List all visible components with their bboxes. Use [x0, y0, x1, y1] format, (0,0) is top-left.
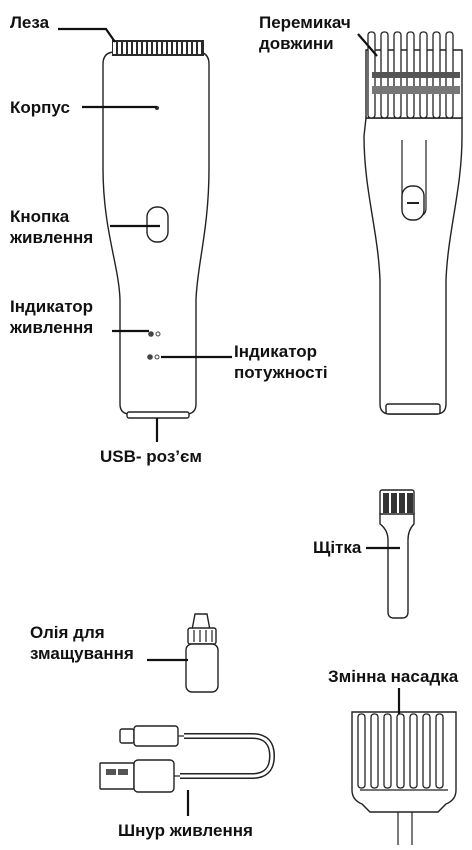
clipper-side-base — [385, 403, 441, 415]
comb-tooth — [409, 713, 418, 789]
label-power-button: Кнопка живлення — [10, 207, 94, 247]
power-level-led-icon-2 — [154, 354, 160, 360]
comb-tooth — [357, 713, 366, 789]
blade-tooth — [153, 42, 156, 54]
blade-tooth — [188, 42, 191, 54]
blade-tooth — [143, 42, 146, 54]
clipper-front — [102, 40, 210, 419]
clipper-side-body — [363, 117, 463, 415]
blade-tooth — [178, 42, 181, 54]
blade-tooth — [198, 42, 201, 54]
label-usb-port: USB- роз’єм — [100, 447, 202, 466]
label-power-indicator: Індикатор живлення — [10, 297, 94, 337]
label-power-level-indicator: Індикатор потужності — [234, 342, 328, 382]
label-blade: Леза — [10, 13, 50, 32]
blade-tooth — [173, 42, 176, 54]
brush-bristle — [383, 493, 389, 513]
power-indicator-led-icon — [148, 331, 154, 337]
blade-tooth — [113, 42, 116, 54]
comb-tooth — [422, 713, 431, 789]
power-indicator-led-icon-2 — [155, 331, 161, 337]
brush-icon — [379, 489, 415, 619]
blade-tooth — [193, 42, 196, 54]
power-button-icon — [146, 206, 169, 243]
blade-tooth — [133, 42, 136, 54]
blade-tooth — [123, 42, 126, 54]
comb-tooth — [435, 713, 444, 789]
comb-tooth — [396, 713, 405, 789]
comb-tooth — [370, 713, 379, 789]
oil-bottle-icon — [185, 613, 219, 693]
blade-tooth — [148, 42, 151, 54]
label-cable: Шнур живлення — [118, 821, 253, 840]
blade-tooth — [128, 42, 131, 54]
comb-attachment-icon — [351, 711, 457, 845]
label-oil: Олія для змащування — [30, 623, 134, 663]
label-length-switch: Перемикач довжини — [259, 13, 351, 53]
blade-icon — [112, 40, 204, 56]
clipper-side — [363, 31, 463, 415]
blade-tooth — [183, 42, 186, 54]
blade-tooth — [168, 42, 171, 54]
blade-tooth — [158, 42, 161, 54]
brush-bristle — [399, 493, 405, 513]
blade-tooth — [138, 42, 141, 54]
blade-tooth — [163, 42, 166, 54]
usb-cable-icon — [99, 725, 276, 793]
label-body: Корпус — [10, 98, 70, 117]
label-brush: Щітка — [313, 538, 362, 557]
label-attachment: Змінна насадка — [328, 667, 459, 686]
brush-bristle — [391, 493, 397, 513]
brush-bristle — [407, 493, 413, 513]
blade-tooth — [118, 42, 121, 54]
power-level-led-icon — [147, 354, 153, 360]
comb-tooth — [383, 713, 392, 789]
leader-lines — [58, 27, 401, 816]
usb-port-cap — [126, 411, 190, 419]
